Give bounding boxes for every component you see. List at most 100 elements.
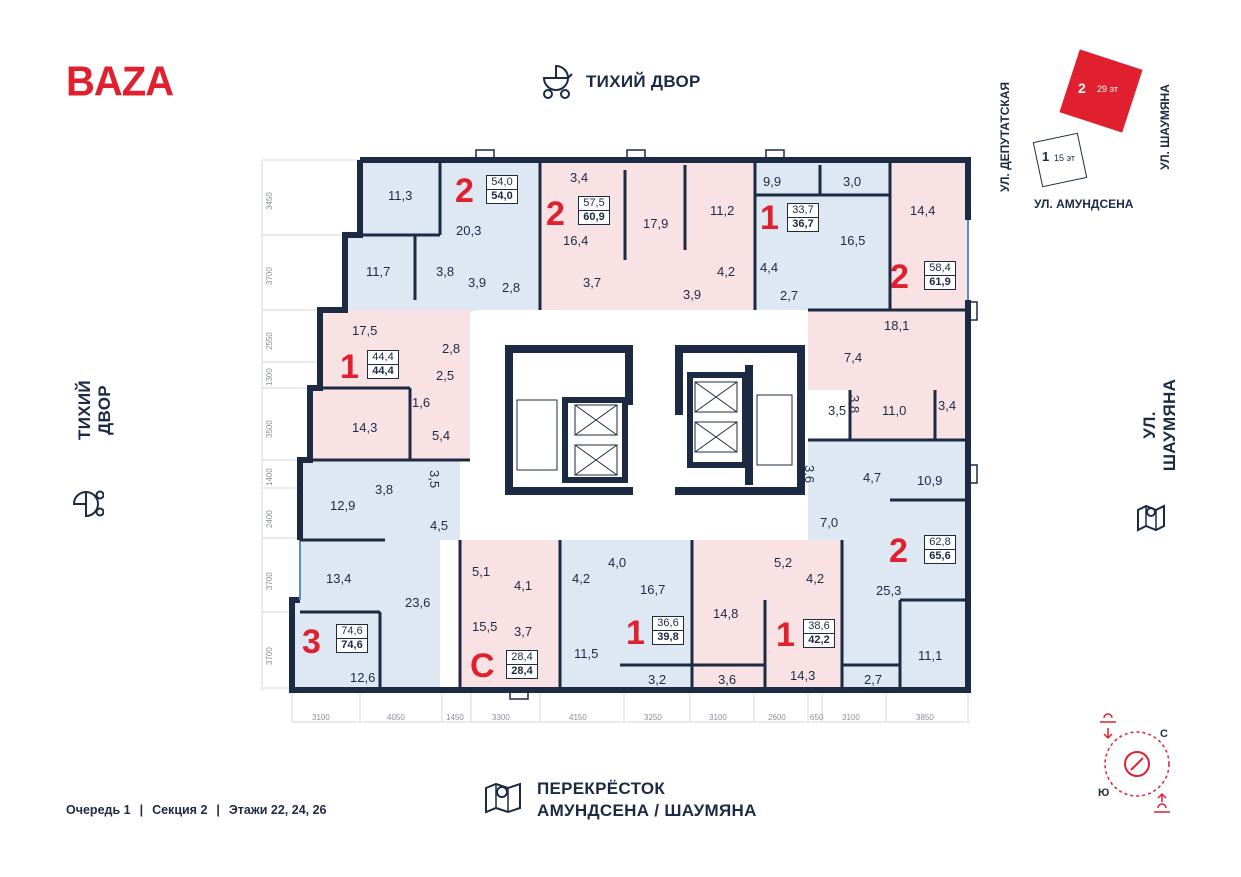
room-area: 20,3	[456, 223, 481, 238]
dim-bottom-7: 3100	[709, 713, 727, 722]
dim-bottom-4: 3300	[492, 713, 510, 722]
flat-area-studio-28: 28,4 28,4	[506, 650, 538, 679]
room-area-labels: 11,3 20,3 11,7 3,8 3,9 2,8 3,4 16,4 17,9…	[326, 170, 956, 687]
flat-rooms-2-57: 2	[546, 195, 565, 233]
flat-area-total: 74,6	[337, 625, 367, 639]
room-area: 3,7	[514, 624, 532, 639]
flat-area-1-38: 38,6 42,2	[803, 619, 835, 648]
room-area: 2,8	[442, 341, 460, 356]
room-area: 3,5	[828, 403, 846, 418]
room-area: 17,5	[352, 323, 377, 338]
flat-rooms-2-62: 2	[889, 532, 908, 570]
flat-area-1-36: 36,6 39,8	[652, 616, 684, 645]
room-area: 1,6	[412, 395, 430, 410]
room-area: 3,8	[375, 482, 393, 497]
room-area: 7,4	[844, 350, 862, 365]
room-area: 4,5	[430, 518, 448, 533]
room-area: 3,4	[570, 170, 588, 185]
flat-rooms-2-58: 2	[890, 258, 909, 296]
room-area: 16,4	[563, 233, 588, 248]
room-area: 3,9	[683, 287, 701, 302]
flat-fill-3-74	[292, 460, 460, 690]
room-area: 2,8	[502, 280, 520, 295]
dim-bottom-10: 3100	[842, 713, 860, 722]
room-area: 25,3	[876, 583, 901, 598]
room-area: 3,5	[427, 470, 442, 488]
flat-area-2-62: 62,8 65,6	[924, 535, 956, 564]
flat-area-total: 38,6	[804, 620, 834, 634]
dim-left-4: 1300	[265, 368, 274, 386]
flat-rooms-1-36: 1	[626, 614, 645, 652]
compass-icon	[1090, 712, 1190, 827]
room-area: 3,9	[468, 275, 486, 290]
core-walls	[505, 345, 805, 495]
apartment-fills	[292, 160, 968, 690]
flat-area-2-54: 54,0 54,0	[486, 175, 518, 204]
dim-bottom-1: 3100	[312, 713, 330, 722]
room-area: 4,2	[572, 571, 590, 586]
room-area: 12,9	[330, 498, 355, 513]
flat-area-total: 62,8	[925, 536, 955, 550]
flat-fill-1-44	[310, 310, 470, 460]
flat-area-price: 60,9	[583, 211, 605, 223]
map-icon-bottom	[484, 778, 522, 819]
elevator-shafts	[516, 381, 793, 476]
flat-area-price: 54,0	[491, 190, 513, 202]
baza-logo: BAZA	[66, 58, 174, 106]
dim-bottom-8: 2600	[768, 713, 786, 722]
room-area: 14,4	[910, 203, 935, 218]
room-area: 3,6	[802, 465, 817, 483]
minimap-building-1-num: 1	[1042, 149, 1050, 164]
room-area: 14,8	[713, 606, 738, 621]
room-area: 15,5	[472, 619, 497, 634]
flat-area-total: 54,0	[487, 176, 517, 190]
dim-left-6: 1400	[265, 468, 274, 486]
compass-south: Ю	[1098, 787, 1110, 799]
stroller-icon-left	[68, 484, 106, 523]
room-area: 4,2	[806, 571, 824, 586]
room-area: 11,2	[710, 203, 734, 218]
flat-area-price: 28,4	[511, 665, 533, 677]
room-area: 11,1	[918, 648, 942, 663]
room-area: 9,9	[763, 174, 781, 189]
dim-bottom-2: 4050	[387, 713, 405, 722]
flat-fill-2-58	[808, 160, 968, 440]
flat-area-2-57: 57,5 60,9	[578, 196, 610, 225]
flat-rooms-3-74: 3	[302, 623, 321, 661]
flat-area-price: 44,4	[372, 365, 394, 377]
flat-rooms-2-54: 2	[455, 172, 474, 210]
room-area: 14,3	[790, 668, 815, 683]
footer-floors: Этажи 22, 24, 26	[228, 803, 327, 817]
flat-area-total: 57,5	[579, 197, 609, 211]
top-label: ТИХИЙ ДВОР	[586, 72, 701, 91]
dim-left-5: 3500	[265, 420, 274, 438]
room-area: 3,7	[583, 275, 601, 290]
flat-fill-1-33	[755, 160, 890, 310]
dim-bottom-11: 3850	[916, 713, 934, 722]
room-area: 16,7	[640, 582, 665, 597]
flat-fill-2-62	[808, 440, 968, 690]
room-area: 4,2	[717, 264, 735, 279]
room-area: 10,9	[917, 473, 942, 488]
room-area: 3,4	[938, 398, 956, 413]
room-area: 3,2	[648, 672, 666, 687]
flat-area-total: 36,6	[653, 617, 683, 631]
room-area: 14,3	[352, 420, 377, 435]
dim-left-7: 2400	[265, 510, 274, 528]
bottom-label-line2: АМУНДСЕНА / ШАУМЯНА	[537, 801, 757, 820]
interior-walls	[300, 160, 968, 690]
flat-area-price: 74,6	[341, 639, 363, 651]
flat-rooms-1-38: 1	[776, 616, 795, 654]
flat-area-1-44: 44,4 44,4	[367, 350, 399, 379]
dim-bottom-3: 1450	[446, 713, 464, 722]
minimap-building-2-num: 2	[1078, 80, 1086, 96]
dim-left-3: 2550	[265, 332, 274, 350]
room-area: 5,2	[774, 555, 792, 570]
flat-area-price: 42,2	[808, 634, 830, 646]
bottom-label-line1: ПЕРЕКРЁСТОК	[537, 779, 666, 798]
minimap-building-2-floors: 29 эт	[1097, 84, 1119, 94]
room-area: 4,0	[608, 555, 626, 570]
room-area: 23,6	[405, 595, 430, 610]
room-area: 11,5	[574, 646, 598, 661]
dim-left-8: 3700	[265, 572, 274, 590]
